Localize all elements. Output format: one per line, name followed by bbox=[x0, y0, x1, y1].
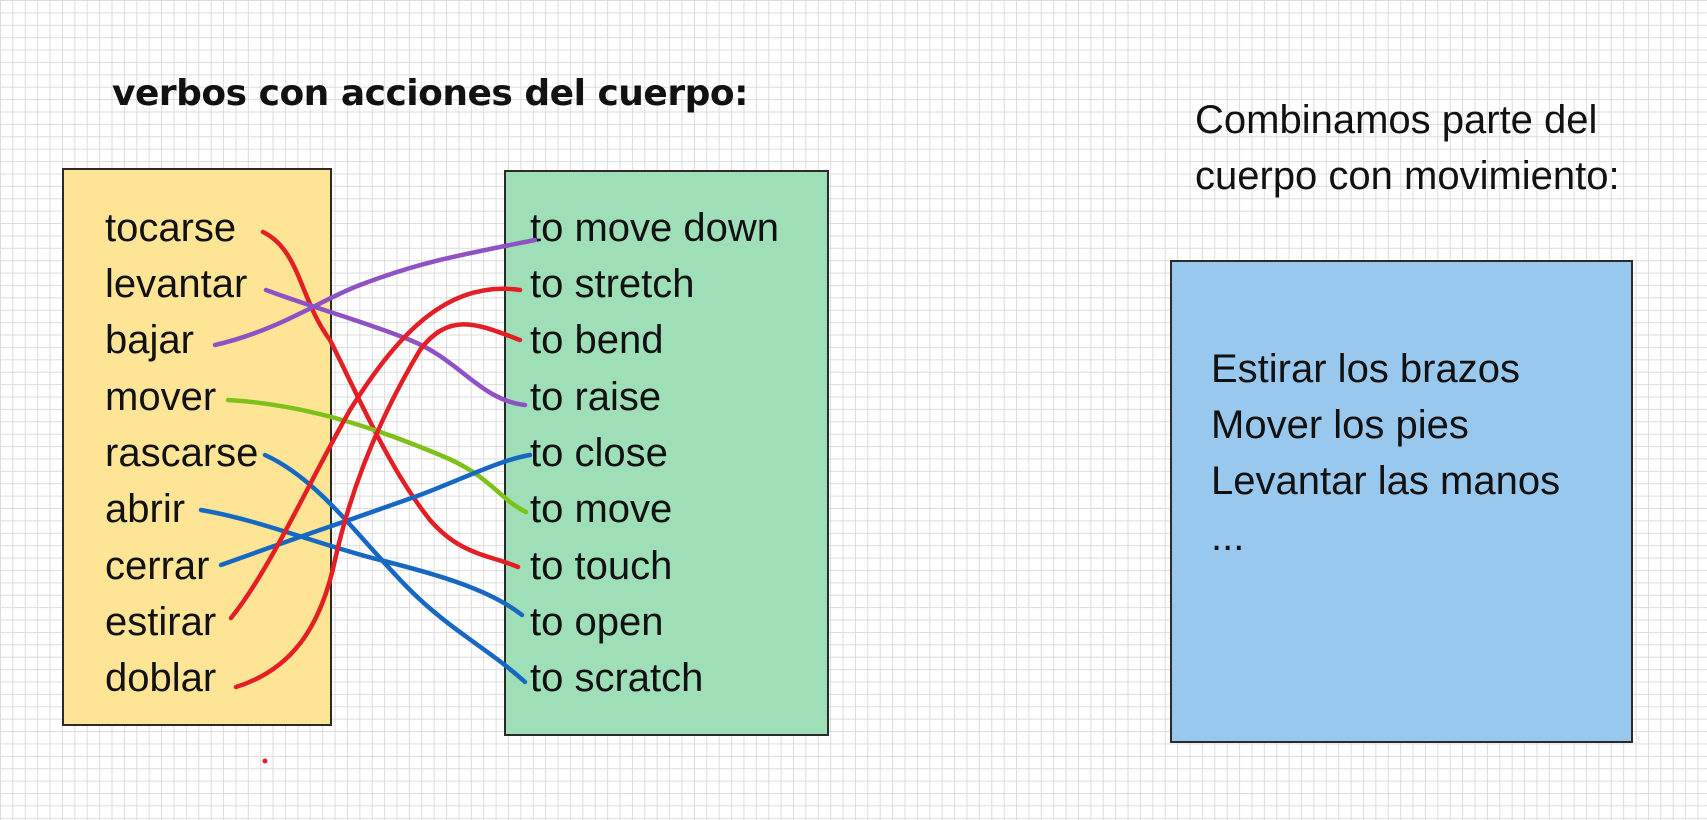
english-verb: to move down bbox=[530, 206, 780, 250]
english-verb: to scratch bbox=[530, 656, 704, 700]
spanish-verb: rascarse bbox=[105, 431, 259, 475]
spanish-verb: bajar bbox=[105, 318, 194, 362]
example-phrase: Levantar las manos bbox=[1211, 459, 1561, 503]
example-phrase: Estirar los brazos bbox=[1211, 347, 1520, 391]
spanish-verb: tocarse bbox=[105, 206, 237, 250]
spanish-verb: mover bbox=[105, 375, 217, 419]
examples-box bbox=[1170, 260, 1633, 743]
combine-heading: Combinamos parte del cuerpo con movimien… bbox=[1195, 92, 1620, 204]
spanish-verb: levantar bbox=[105, 262, 248, 306]
english-verb: to move bbox=[530, 487, 673, 531]
heading-line: Combinamos parte del bbox=[1195, 98, 1598, 142]
english-verb: to raise bbox=[530, 375, 662, 419]
english-verb: to open bbox=[530, 600, 664, 644]
stray-dot bbox=[262, 758, 268, 764]
heading-line: cuerpo con movimiento: bbox=[1195, 154, 1620, 198]
spanish-verb: estirar bbox=[105, 600, 217, 644]
spanish-verb: cerrar bbox=[105, 544, 210, 588]
english-verb: to touch bbox=[530, 544, 673, 588]
spanish-verb: doblar bbox=[105, 656, 217, 700]
page-title: verbos con acciones del cuerpo: bbox=[112, 73, 748, 114]
english-verb: to close bbox=[530, 431, 668, 475]
english-verb: to stretch bbox=[530, 262, 695, 306]
english-verb: to bend bbox=[530, 318, 664, 362]
spanish-verb: abrir bbox=[105, 487, 186, 531]
english-verbs-box bbox=[504, 170, 829, 736]
example-phrase: ... bbox=[1211, 515, 1245, 559]
example-phrase: Mover los pies bbox=[1211, 403, 1469, 447]
